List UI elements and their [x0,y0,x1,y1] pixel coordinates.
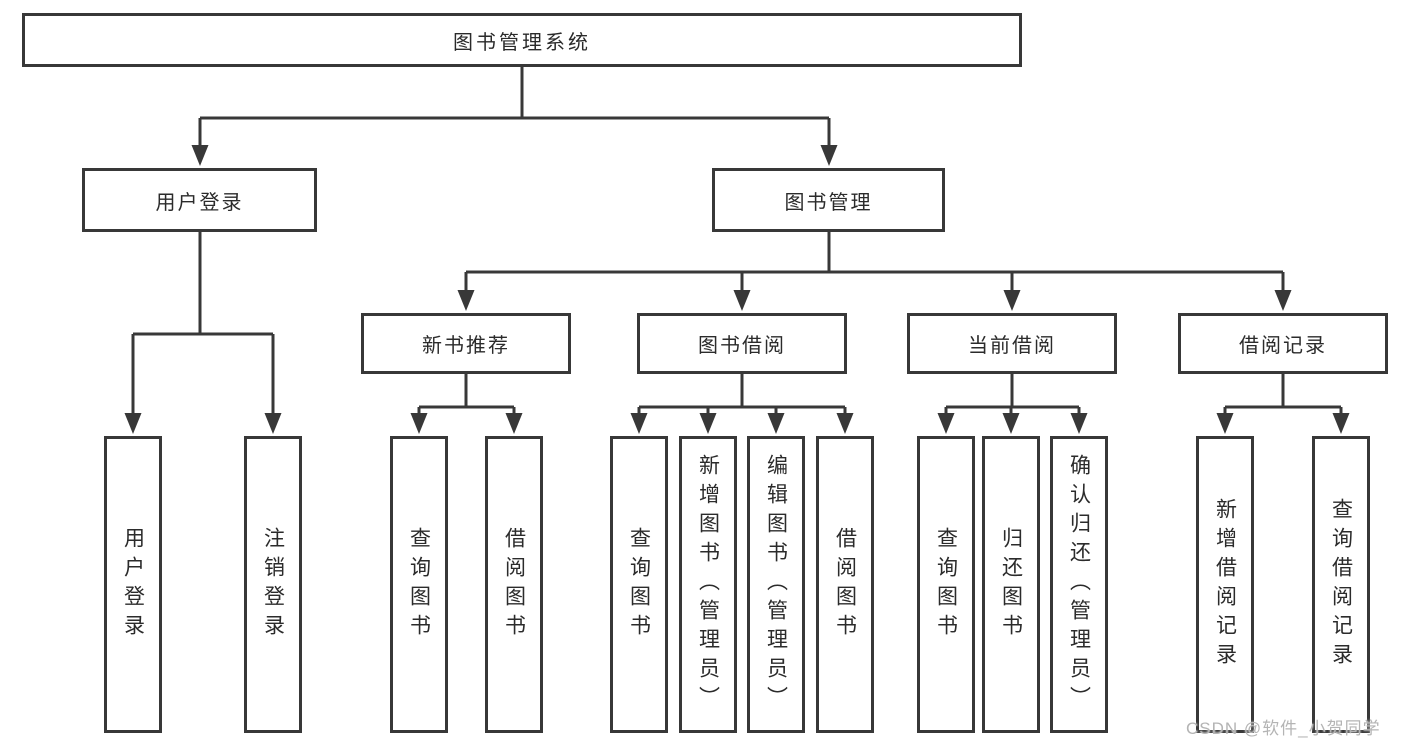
node-current-borrow-label: 当前借阅 [968,335,1056,357]
leaf-add-book-admin-label: 新增图书（管理员） [696,454,720,715]
node-book-management-label: 图书管理 [784,191,873,214]
node-user-login: 用户登录 [82,168,317,232]
leaf-query-borrow-record-label: 查询借阅记录 [1329,497,1353,672]
node-borrow-records-label: 借阅记录 [1239,335,1327,357]
leaf-return-book: 归还图书 [982,436,1040,733]
leaf-return-book-label: 归还图书 [999,526,1023,643]
node-new-book-recommend: 新书推荐 [361,313,571,374]
leaf-add-borrow-record-label: 新增借阅记录 [1213,497,1237,672]
node-root-label: 图书管理系统 [453,31,591,54]
leaf-query-books-borrow-label: 查询图书 [627,526,651,643]
leaf-borrow-books-borrow: 借阅图书 [816,436,874,733]
leaf-query-books-borrow: 查询图书 [610,436,668,733]
leaf-add-book-admin: 新增图书（管理员） [679,436,737,733]
leaf-borrow-books-borrow-label: 借阅图书 [833,526,857,643]
node-book-borrow-label: 图书借阅 [698,335,786,357]
leaf-add-borrow-record: 新增借阅记录 [1196,436,1254,733]
node-current-borrow: 当前借阅 [907,313,1117,374]
leaf-query-books-current: 查询图书 [917,436,975,733]
leaf-query-books-recommend: 查询图书 [390,436,448,733]
leaf-user-login-label: 用户登录 [121,526,145,643]
leaf-logout-label: 注销登录 [261,526,285,643]
leaf-user-login: 用户登录 [104,436,162,733]
node-book-borrow: 图书借阅 [637,313,847,374]
node-borrow-records: 借阅记录 [1178,313,1388,374]
node-user-login-label: 用户登录 [155,191,244,214]
leaf-borrow-books-recommend: 借阅图书 [485,436,543,733]
leaf-edit-book-admin: 编辑图书（管理员） [747,436,805,733]
leaf-confirm-return-admin-label: 确认归还（管理员） [1067,454,1091,715]
leaf-query-borrow-record: 查询借阅记录 [1312,436,1370,733]
leaf-query-books-current-label: 查询图书 [934,526,958,643]
node-new-book-recommend-label: 新书推荐 [422,335,510,357]
node-root: 图书管理系统 [22,13,1022,67]
leaf-edit-book-admin-label: 编辑图书（管理员） [764,454,788,715]
leaf-confirm-return-admin: 确认归还（管理员） [1050,436,1108,733]
leaf-logout: 注销登录 [244,436,302,733]
watermark: CSDN @软件_小贺同学 [1186,719,1381,738]
leaf-query-books-recommend-label: 查询图书 [407,526,431,643]
node-book-management: 图书管理 [712,168,945,232]
leaf-borrow-books-recommend-label: 借阅图书 [502,526,526,643]
